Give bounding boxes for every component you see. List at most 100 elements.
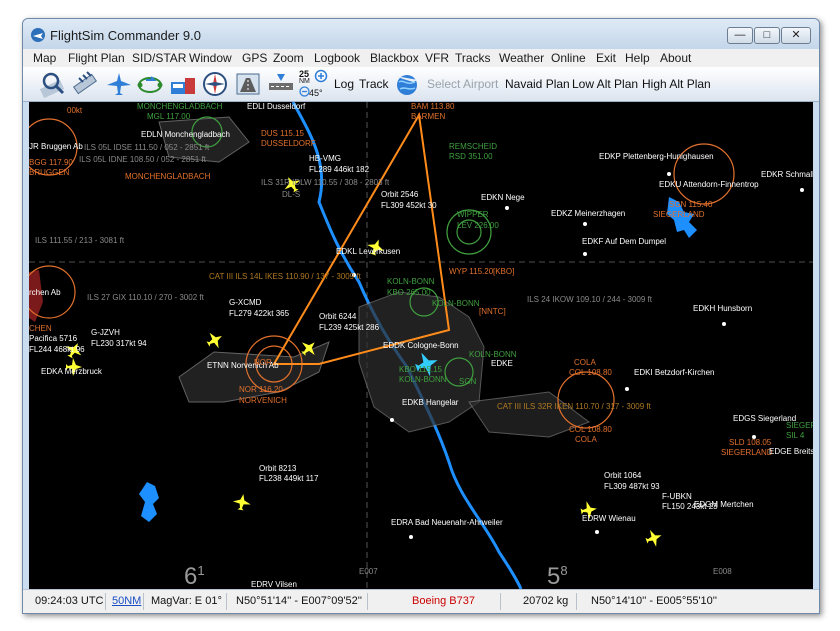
menu-flight-plan[interactable]: Flight Plan	[68, 51, 125, 65]
menu-help[interactable]: Help	[625, 51, 650, 65]
grid-mora-2: 58	[547, 563, 568, 589]
map-label: DL-S	[282, 190, 301, 199]
airport-icon[interactable]	[234, 70, 262, 98]
map-label: WYP 115.20	[449, 267, 494, 276]
map-label: BARMEN	[411, 112, 446, 121]
own-aircraft-icon[interactable]	[412, 348, 442, 379]
track-button[interactable]: Track	[359, 77, 389, 91]
map-label: FL150 243kt 23	[662, 502, 718, 511]
map-label: EDRW Wienau	[582, 514, 636, 523]
title-bar[interactable]: FlightSim Commander 9.0 — □ ✕	[23, 19, 819, 49]
menu-tracks[interactable]: Tracks	[455, 51, 491, 65]
map-label: 00kt	[67, 106, 83, 115]
map-label: FL279 422kt 365	[229, 309, 290, 318]
map-label: Orbit 8213	[259, 464, 297, 473]
map-label: Pacifica 5716	[29, 334, 78, 343]
window-title: FlightSim Commander 9.0	[50, 28, 201, 43]
map-label: DUSSELDORF	[261, 139, 316, 148]
runway-icon[interactable]	[267, 70, 295, 98]
menu-weather[interactable]: Weather	[499, 51, 545, 65]
menu-exit[interactable]: Exit	[596, 51, 617, 65]
select-airport-button[interactable]: Select Airport	[427, 77, 499, 91]
close-button[interactable]: ✕	[781, 27, 811, 44]
map-label: SIL 4	[786, 431, 805, 440]
menu-zoom[interactable]: Zoom	[273, 51, 304, 65]
range-unit: NM	[299, 78, 310, 85]
map-label: COLA	[575, 435, 597, 444]
maximize-button[interactable]: □	[754, 27, 780, 44]
map-label: ILS 05L IDSE 111.50 / 052 - 2851 ft	[84, 143, 210, 152]
status-magvar: MagVar: E 01°	[151, 595, 222, 607]
app-icon	[31, 28, 45, 42]
log-button[interactable]: Log	[334, 77, 355, 91]
map-label: [KBO]	[493, 267, 515, 276]
compass-icon[interactable]	[201, 70, 229, 98]
map-label: EDKA Merzbruck	[41, 367, 102, 376]
menu-about[interactable]: About	[660, 51, 692, 65]
traffic-aircraft[interactable]	[62, 173, 664, 550]
map-label: SGN 115.40	[669, 200, 713, 209]
zoom-in-icon[interactable]	[314, 69, 328, 83]
map-label: EDKB Hangelar	[402, 398, 459, 407]
menu-sid-star[interactable]: SID/STAR	[132, 51, 187, 65]
map-label: KOLN-BONN	[432, 299, 480, 308]
flight-route	[272, 111, 451, 365]
main-window: FlightSim Commander 9.0 — □ ✕ Map Flight…	[22, 18, 820, 614]
map-label: FL309 452kt 30	[381, 201, 437, 210]
map-label: EDKZ Meinerzhagen	[551, 209, 626, 218]
map-label: FL289 446kt 182	[309, 165, 370, 174]
low-alt-plan-button[interactable]: Low Alt Plan	[572, 77, 639, 91]
map-label: DUS 115.15	[261, 129, 304, 138]
map-label: KOLN-BONN	[399, 375, 447, 384]
map-label: FL239 425kt 286	[319, 323, 380, 332]
map-label: LEV 226.00	[457, 221, 499, 230]
map-label: EDLN Monchengladbach	[141, 130, 230, 139]
map-label: [NNTC]	[479, 307, 506, 316]
status-cursor-position: N50°14'10'' - E005°55'10''	[591, 595, 717, 607]
map-label: COLA	[574, 358, 596, 367]
map-label: SGN	[459, 377, 477, 386]
globe-plane-icon[interactable]	[393, 70, 421, 98]
map-label: SIEGERLAND	[653, 210, 705, 219]
map-label: ETNN Norvenich Ab	[207, 361, 279, 370]
zoom-out-icon[interactable]	[299, 86, 310, 97]
high-alt-plan-button[interactable]: High Alt Plan	[642, 77, 711, 91]
map-label: Orbit 2546	[381, 190, 419, 199]
range-value: 25	[299, 69, 310, 79]
map-label: rchen Ab	[29, 288, 61, 297]
menu-online[interactable]: Online	[551, 51, 586, 65]
menu-vfr[interactable]: VFR	[425, 51, 449, 65]
aircraft-icon[interactable]	[105, 70, 133, 98]
route-icon[interactable]	[136, 70, 164, 98]
menu-gps[interactable]: GPS	[242, 51, 268, 65]
map-label: WIPPER	[457, 210, 489, 219]
map-label: KOLN-BONN	[469, 350, 517, 359]
fuel-icon[interactable]	[169, 70, 197, 98]
menu-window[interactable]: Window	[189, 51, 232, 65]
map-label: G-JZVH	[91, 328, 120, 337]
ruler-icon[interactable]	[71, 70, 99, 98]
map-label: ILS 05L IDNE 108.50 / 052 - 2851 ft	[79, 155, 206, 164]
ndb-rose	[191, 116, 492, 387]
map-label: SIEGERLAND	[786, 421, 813, 430]
map-label: EDKR Schmallenberg	[761, 170, 813, 179]
map-label: EDKP Plettenberg-Hunighausen	[599, 152, 714, 161]
map-label: JR Bruggen Ab	[29, 142, 83, 151]
navaid-plan-button[interactable]: Navaid Plan	[505, 77, 570, 91]
range-indicator[interactable]: 25 NM 45°	[299, 69, 329, 99]
status-range-link[interactable]: 50NM	[112, 595, 142, 607]
map-label: ILS 31R IDLW 110.55 / 308 - 2803 ft	[261, 178, 390, 187]
menu-blackbox[interactable]: Blackbox	[370, 51, 419, 65]
menu-map[interactable]: Map	[33, 51, 57, 65]
map-label: EDGM Mertchen	[694, 500, 754, 509]
map-label: FL244 468kt 96	[29, 345, 85, 354]
map-label: EDGS Siegerland	[733, 414, 797, 423]
map-label: MGL 117.00	[147, 112, 191, 121]
minimize-button[interactable]: —	[727, 27, 753, 44]
map-label: EDKH Hunsborn	[693, 304, 753, 313]
grid-mora-1: 61	[184, 563, 205, 589]
map-zoom-icon[interactable]	[39, 70, 67, 98]
menu-logbook[interactable]: Logbook	[314, 51, 361, 65]
restricted-area	[29, 270, 43, 322]
